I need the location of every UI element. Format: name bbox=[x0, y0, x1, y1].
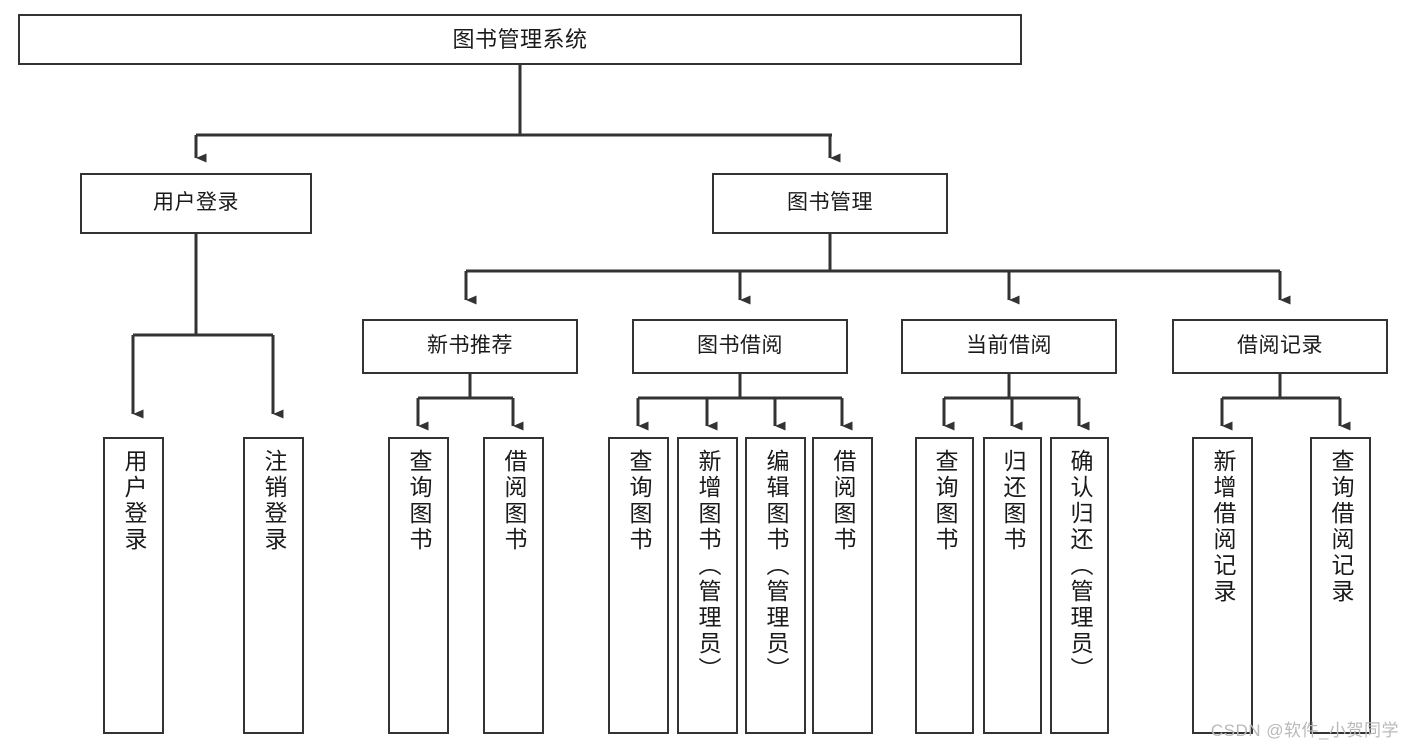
leaf-return-book[interactable]: 归还图书 bbox=[983, 437, 1042, 734]
node-label: 新增借阅记录 bbox=[1210, 449, 1236, 605]
leaf-borrow-book[interactable]: 借阅图书 bbox=[812, 437, 873, 734]
leaf-query-book-current[interactable]: 查询图书 bbox=[915, 437, 974, 734]
leaf-query-book-borrow[interactable]: 查询图书 bbox=[608, 437, 669, 734]
node-label: 用户登录 bbox=[153, 191, 239, 215]
node-label: 借阅图书 bbox=[501, 449, 527, 553]
node-label: 编辑图书（管理员） bbox=[763, 449, 789, 683]
node-label: 借阅图书 bbox=[830, 449, 856, 553]
node-label: 图书管理 bbox=[787, 191, 873, 215]
node-borrow-records[interactable]: 借阅记录 bbox=[1172, 319, 1388, 374]
leaf-add-borrow-record[interactable]: 新增借阅记录 bbox=[1192, 437, 1253, 734]
node-root-system[interactable]: 图书管理系统 bbox=[18, 14, 1022, 65]
leaf-borrow-book-recommend[interactable]: 借阅图书 bbox=[483, 437, 544, 734]
node-label: 图书借阅 bbox=[697, 334, 783, 358]
node-new-book-recommend[interactable]: 新书推荐 bbox=[362, 319, 578, 374]
leaf-query-book-recommend[interactable]: 查询图书 bbox=[388, 437, 449, 734]
node-label: 确认归还（管理员） bbox=[1067, 449, 1093, 683]
node-label: 归还图书 bbox=[1000, 449, 1026, 553]
node-label: 注销登录 bbox=[261, 449, 287, 553]
node-label: 查询图书 bbox=[626, 449, 652, 553]
node-label: 新书推荐 bbox=[427, 334, 513, 358]
node-label: 当前借阅 bbox=[966, 334, 1052, 358]
leaf-user-login[interactable]: 用户登录 bbox=[103, 437, 164, 734]
leaf-query-borrow-record[interactable]: 查询借阅记录 bbox=[1310, 437, 1371, 734]
node-label: 图书管理系统 bbox=[452, 26, 588, 52]
node-book-borrow[interactable]: 图书借阅 bbox=[632, 319, 848, 374]
leaf-edit-book-admin[interactable]: 编辑图书（管理员） bbox=[745, 437, 806, 734]
node-label: 新增图书（管理员） bbox=[695, 449, 721, 683]
leaf-logout[interactable]: 注销登录 bbox=[243, 437, 304, 734]
node-label: 查询图书 bbox=[932, 449, 958, 553]
node-label: 借阅记录 bbox=[1237, 334, 1323, 358]
node-user-login[interactable]: 用户登录 bbox=[80, 173, 312, 234]
node-label: 查询图书 bbox=[406, 449, 432, 553]
node-label: 查询借阅记录 bbox=[1328, 449, 1354, 605]
node-label: 用户登录 bbox=[121, 449, 147, 553]
leaf-add-book-admin[interactable]: 新增图书（管理员） bbox=[677, 437, 738, 734]
node-book-management[interactable]: 图书管理 bbox=[712, 173, 948, 234]
node-current-borrow[interactable]: 当前借阅 bbox=[901, 319, 1117, 374]
leaf-confirm-return-admin[interactable]: 确认归还（管理员） bbox=[1050, 437, 1109, 734]
